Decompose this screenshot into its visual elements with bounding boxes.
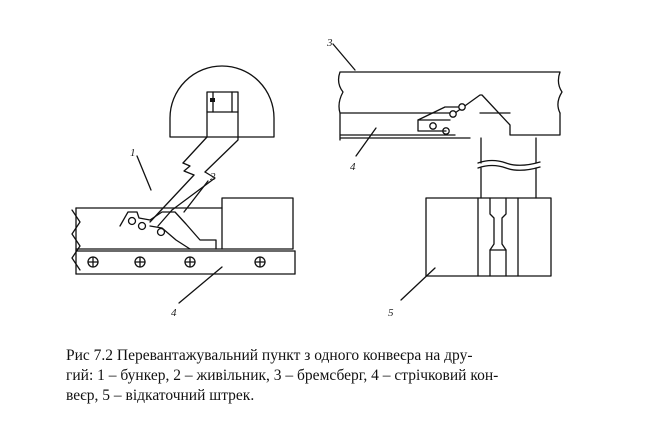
caption-line-3: веєр, 5 – відкаточний штрек. [66, 387, 255, 404]
leader-4-left [178, 266, 223, 304]
leader-5 [400, 267, 436, 301]
label-2: 2 [210, 171, 216, 183]
label-5: 5 [388, 307, 394, 319]
bunker [149, 111, 239, 227]
label-3: 3 [326, 37, 333, 49]
right-view [332, 43, 563, 301]
left-view [71, 65, 296, 304]
label-4-left: 4 [171, 307, 177, 319]
haulage-drift [425, 197, 552, 277]
figure-caption: Рис 7.2 Перевантажувальний пункт з одног… [66, 346, 626, 406]
upper-chute-box [206, 91, 239, 113]
upper-conveyor-dome [169, 65, 275, 138]
belt-conveyor-right [339, 94, 561, 141]
label-4-right: 4 [350, 161, 356, 173]
leader-3 [332, 43, 356, 71]
caption-line-2: гий: 1 – бункер, 2 – живільник, 3 – брем… [66, 367, 499, 384]
leader-2 [183, 180, 209, 213]
leader-1 [136, 155, 152, 191]
transfer-shaft [477, 137, 541, 199]
bremsberg-conveyor [337, 71, 563, 114]
caption-line-1: Рис 7.2 Перевантажувальний пункт з одног… [66, 347, 473, 364]
left-rollers [87, 256, 266, 268]
label-1: 1 [130, 147, 136, 159]
belt-conveyor-left [71, 197, 296, 275]
feeder [119, 211, 217, 250]
upper-chute-inner [212, 91, 233, 113]
leader-4-right [355, 127, 377, 157]
